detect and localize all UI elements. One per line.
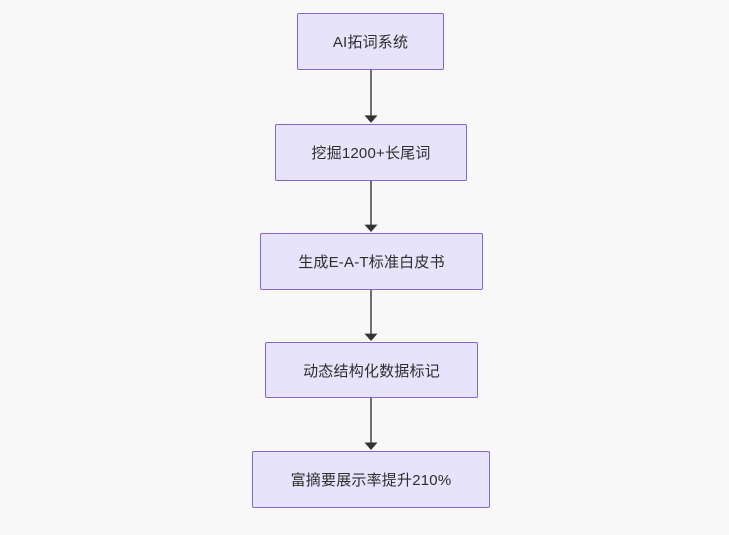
flow-node-dynamic-structured-data-markup[interactable]: 动态结构化数据标记 bbox=[265, 342, 478, 398]
flow-connector bbox=[358, 290, 384, 342]
flow-node-label: AI拓词系统 bbox=[332, 34, 409, 51]
flow-node-label: 富摘要展示率提升210% bbox=[290, 472, 452, 489]
flow-node-rich-snippet-rate-increase[interactable]: 富摘要展示率提升210% bbox=[252, 451, 490, 508]
flow-node-mine-longtail-keywords[interactable]: 挖掘1200+长尾词 bbox=[275, 124, 467, 181]
flow-connector bbox=[358, 398, 384, 451]
flow-connector bbox=[358, 181, 384, 233]
flow-node-generate-eat-whitepaper[interactable]: 生成E-A-T标准白皮书 bbox=[260, 233, 483, 290]
flow-node-label: 动态结构化数据标记 bbox=[303, 362, 440, 380]
flow-node-label: 生成E-A-T标准白皮书 bbox=[298, 254, 445, 271]
flow-node-ai-keyword-system[interactable]: AI拓词系统 bbox=[297, 13, 444, 70]
flow-node-label: 挖掘1200+长尾词 bbox=[311, 145, 431, 162]
flow-connector bbox=[358, 70, 384, 124]
